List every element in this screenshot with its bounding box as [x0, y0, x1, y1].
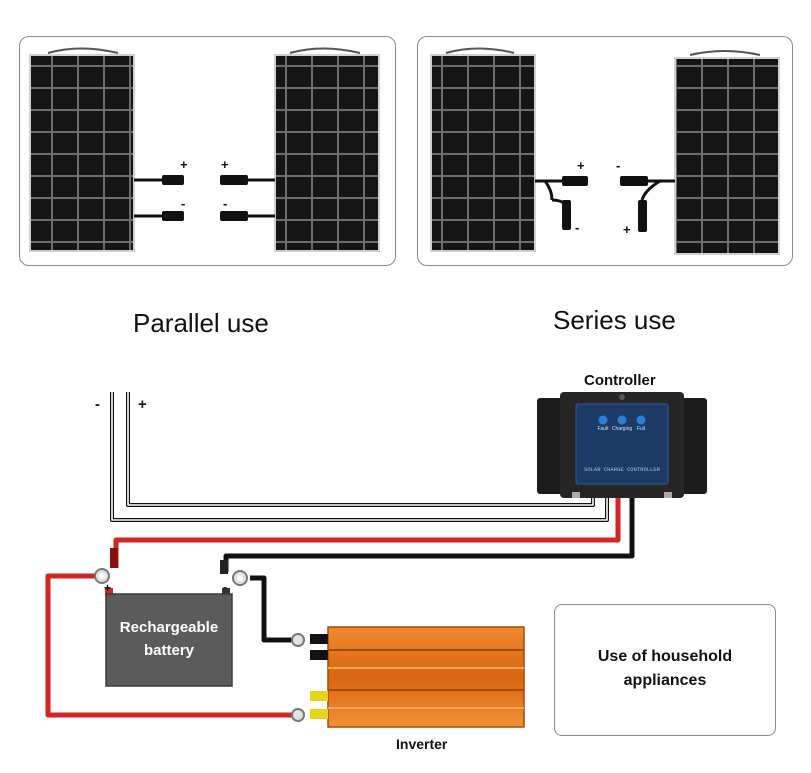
controller-led-full: Full	[636, 426, 646, 432]
series-title: Series use	[553, 305, 676, 335]
battery-plus-label: +	[104, 581, 112, 595]
controller	[537, 392, 707, 498]
series-plus-top: +	[577, 158, 585, 173]
parallel-plus-top-right: +	[221, 157, 229, 172]
parallel-title: Parallel use	[133, 308, 269, 338]
battery-label-line2: battery	[143, 642, 195, 659]
controller-label: Controller	[584, 372, 656, 389]
parallel-connectors	[134, 175, 275, 221]
series-connectors	[535, 176, 675, 232]
controller-panel-text: SOLAR CHARGE CONTROLLER	[584, 466, 660, 473]
parallel-panel-left	[29, 47, 135, 252]
battery-minus-label: -	[223, 580, 227, 594]
controller-led-fault: Fault	[597, 426, 609, 432]
parallel-plus-top: +	[180, 157, 188, 172]
battery-label-line1: Rechargeable	[119, 619, 219, 636]
controller-led-charging: Charging	[611, 426, 633, 432]
appliances-line2: appliances	[623, 672, 707, 689]
parallel-minus-bottom-right: -	[223, 196, 228, 211]
series-panel-right	[674, 50, 780, 255]
battery-label: Rechargeable battery	[106, 616, 232, 662]
series-plus-lower: +	[623, 222, 631, 237]
appliances-box	[554, 604, 776, 736]
series-minus-lower: -	[575, 220, 580, 235]
parallel-panel-right	[274, 47, 380, 252]
ring-terminals	[94, 548, 305, 722]
series-panel-left	[430, 47, 536, 252]
appliances-line1: Use of household	[597, 648, 733, 665]
panel-minus-label: -	[95, 396, 100, 413]
series-minus-top: -	[616, 158, 621, 173]
inverter-label: Inverter	[396, 736, 448, 752]
panel-plus-label: +	[138, 396, 147, 413]
appliances-label: Use of household appliances	[554, 645, 776, 693]
parallel-minus-bottom: -	[181, 196, 186, 211]
inverter	[310, 626, 525, 728]
panel-wires	[110, 392, 609, 522]
battery	[105, 588, 233, 687]
